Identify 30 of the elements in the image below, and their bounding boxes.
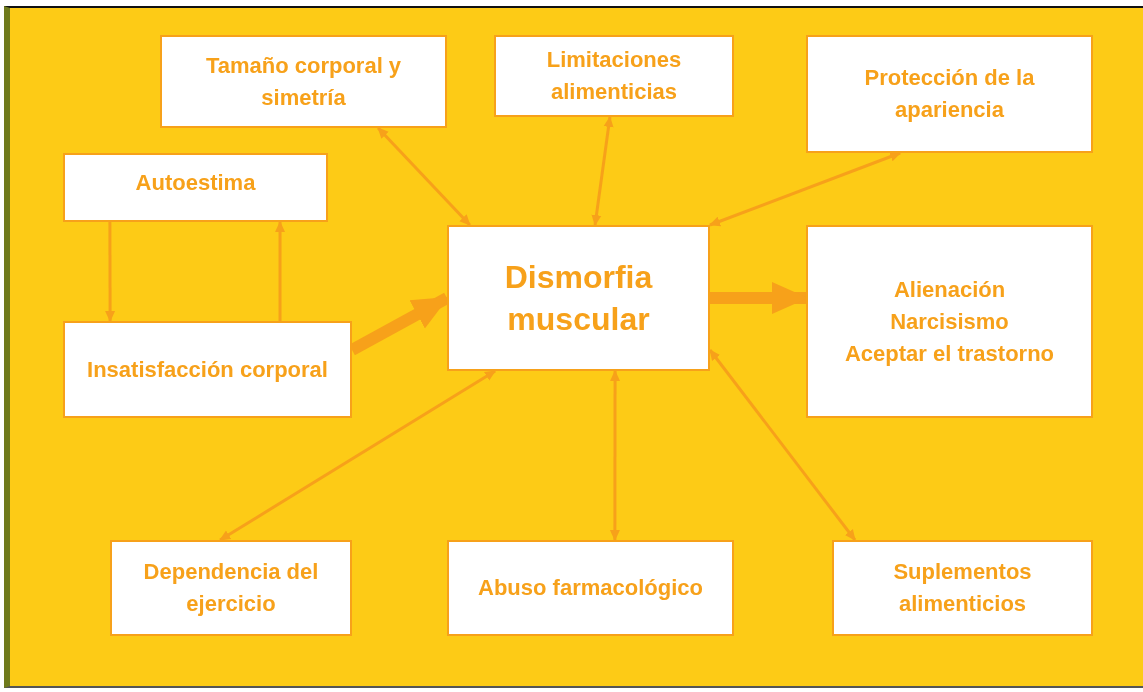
text-box	[806, 35, 1093, 153]
text-box	[447, 540, 734, 636]
arrow	[709, 151, 902, 227]
text-box	[110, 540, 352, 636]
text-box	[806, 225, 1093, 418]
box-label: Suplementos alimenticios	[892, 558, 1033, 618]
arrow	[105, 222, 116, 322]
box-label: Tamaño corporal y simetría	[204, 51, 403, 112]
box-label: Dependencia del ejercicio	[142, 558, 320, 618]
box-label: Narcisismo	[890, 307, 1009, 336]
box-label: Protección de la apariencia	[863, 64, 1036, 124]
text-box	[63, 321, 352, 418]
box-label: Autoestima	[135, 169, 256, 197]
box-label: Limitaciones alimenticias	[545, 46, 683, 106]
arrow	[219, 369, 496, 542]
text-box	[494, 35, 734, 117]
box-label: Dismorfia muscular	[503, 258, 654, 339]
arrow	[710, 281, 808, 314]
box-label: Alienación	[893, 275, 1006, 304]
box-label: Insatisfacción corporal	[87, 355, 328, 384]
arrow	[377, 126, 471, 227]
text-box	[160, 35, 447, 128]
arrow	[275, 221, 286, 321]
text-box	[447, 225, 710, 371]
text-box	[832, 540, 1093, 636]
box-label: Abuso farmacológico	[478, 574, 703, 602]
arrow	[609, 370, 621, 541]
arrow	[591, 116, 614, 226]
box-label: Aceptar el trastorno	[844, 339, 1055, 368]
text-box	[63, 153, 328, 222]
